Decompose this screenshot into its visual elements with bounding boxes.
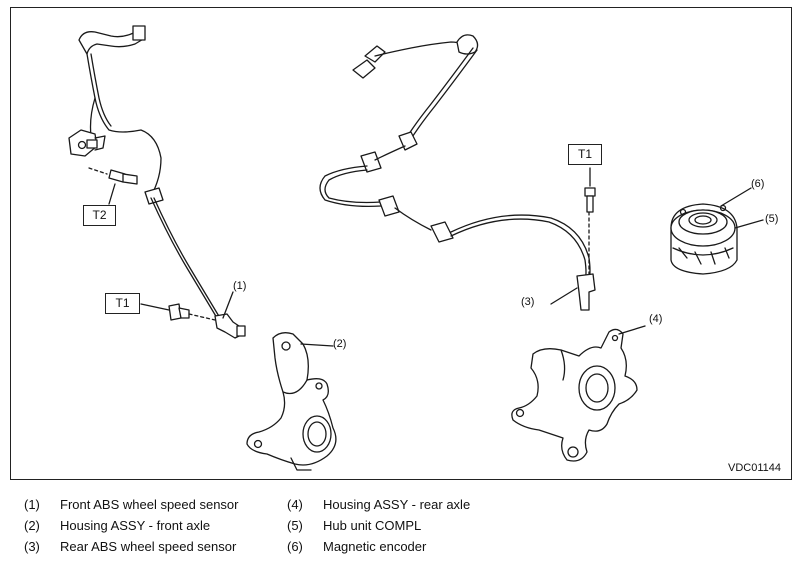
parts-drawing <box>68 25 764 471</box>
callout-5: (5) <box>765 213 779 225</box>
rear-axle-housing <box>511 325 646 462</box>
callout-2: (2) <box>333 338 347 350</box>
legend-number: (1) <box>24 497 40 512</box>
hub-unit <box>670 187 764 275</box>
legend-text: Housing ASSY - front axle <box>60 518 211 533</box>
legend-number: (6) <box>287 539 303 554</box>
legend-text: Magnetic encoder <box>323 539 427 554</box>
legend-text: Front ABS wheel speed sensor <box>60 497 239 512</box>
legend-number: (3) <box>24 539 40 554</box>
legend: (1) Front ABS wheel speed sensor (2) Hou… <box>0 492 804 562</box>
t2-bolt <box>88 167 138 205</box>
legend-text: Rear ABS wheel speed sensor <box>60 539 237 554</box>
callout-1: (1) <box>233 280 247 292</box>
front-abs-sensor-harness <box>68 25 246 339</box>
diagram-frame: (1) (2) (3) (4) (5) (6) T2 T1 T1 VDC0114… <box>10 7 792 480</box>
t1-bolt-rear <box>584 167 596 213</box>
rear-abs-sensor-harness <box>319 34 596 311</box>
legend-text: Housing ASSY - rear axle <box>323 497 471 512</box>
legend-number: (2) <box>24 518 40 533</box>
callout-4: (4) <box>649 313 663 325</box>
torque-tag-t2: T2 <box>83 205 116 226</box>
legend-number: (5) <box>287 518 303 533</box>
front-axle-housing <box>246 332 337 471</box>
legend-number: (4) <box>287 497 303 512</box>
callout-3: (3) <box>521 296 535 308</box>
t1-bolt-front <box>140 303 216 321</box>
torque-tag-t1-rear: T1 <box>568 144 602 165</box>
callout-6: (6) <box>751 178 765 190</box>
figure-code: VDC01144 <box>728 462 781 474</box>
torque-tag-t1-front: T1 <box>105 293 140 314</box>
legend-text: Hub unit COMPL <box>323 518 422 533</box>
